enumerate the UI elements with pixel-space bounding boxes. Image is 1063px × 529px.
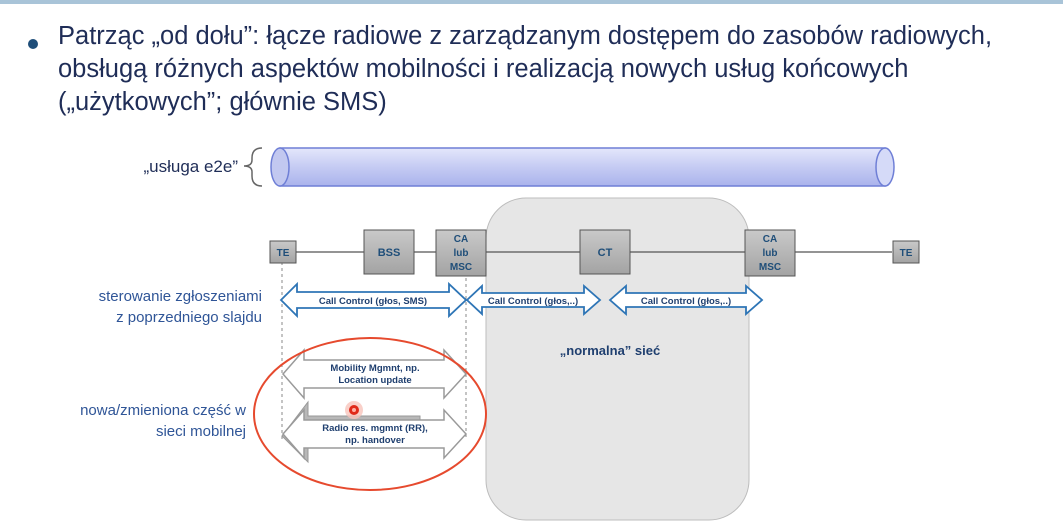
cursor-dot-icon: [345, 401, 363, 419]
bullet-icon: [28, 39, 38, 49]
call-control-arrow-2: Call Control (głos,..): [465, 283, 602, 317]
svg-text:Call Control (głos,..): Call Control (głos,..): [488, 296, 578, 307]
e2e-bracket: [243, 147, 263, 187]
call-control-label-line2: z poprzedniego slajdu: [116, 309, 262, 326]
node-ct: CT: [579, 229, 631, 275]
svg-text:CA: CA: [454, 234, 468, 245]
bullet-text: Patrząc „od dołu”: łącze radiowe z zarzą…: [58, 22, 993, 116]
mobile-part-label-line1: nowa/zmieniona część w: [80, 402, 246, 419]
normal-network-area: [485, 197, 750, 521]
mobile-part-label-line2: sieci mobilnej: [155, 423, 246, 440]
call-control-arrow-1: Call Control (głos, SMS): [279, 281, 468, 319]
svg-text:MSC: MSC: [759, 262, 781, 273]
svg-text:lub: lub: [763, 248, 778, 259]
boundary-lines: [281, 262, 467, 440]
svg-text:Call Control (głos,..): Call Control (głos,..): [641, 296, 731, 307]
svg-text:MSC: MSC: [450, 262, 472, 273]
top-border: [0, 0, 1063, 4]
svg-text:Location update: Location update: [338, 375, 411, 386]
node-te-right: TE: [892, 240, 920, 264]
highlight-ellipse: [253, 337, 487, 491]
mobility-management-arrow: Mobility Mgmnt, np. Location update: [282, 348, 468, 400]
svg-text:CA: CA: [763, 234, 777, 245]
e2e-tube: [270, 147, 895, 187]
e2e-label: „usługa e2e”: [143, 157, 238, 176]
node-bss: BSS: [363, 229, 415, 275]
normal-network-label: „normalna” sieć: [560, 343, 660, 358]
svg-text:BSS: BSS: [378, 247, 401, 259]
radio-resource-arrow: Radio res. mgmnt (RR), np. handover: [282, 408, 468, 460]
svg-text:Call Control (głos, SMS): Call Control (głos, SMS): [319, 296, 427, 307]
svg-text:CT: CT: [598, 247, 613, 259]
svg-text:Radio res. mgmnt (RR),: Radio res. mgmnt (RR),: [322, 423, 428, 434]
mobile-part-label: nowa/zmieniona część w sieci mobilnej: [30, 400, 246, 442]
call-control-label: sterowanie zgłoszeniami z poprzedniego s…: [40, 286, 262, 328]
node-te-left: TE: [269, 240, 297, 264]
node-ca-msc-right: CA lub MSC: [744, 229, 796, 277]
svg-text:lub: lub: [454, 248, 469, 259]
svg-text:TE: TE: [900, 248, 913, 259]
call-control-label-line1: sterowanie zgłoszeniami: [98, 288, 262, 305]
node-ca-msc-left: CA lub MSC: [435, 229, 487, 277]
svg-text:Mobility Mgmnt, np.: Mobility Mgmnt, np.: [330, 363, 419, 374]
svg-text:np. handover: np. handover: [345, 435, 405, 446]
call-control-arrow-3: Call Control (głos,..): [608, 284, 764, 316]
svg-text:TE: TE: [277, 248, 290, 259]
